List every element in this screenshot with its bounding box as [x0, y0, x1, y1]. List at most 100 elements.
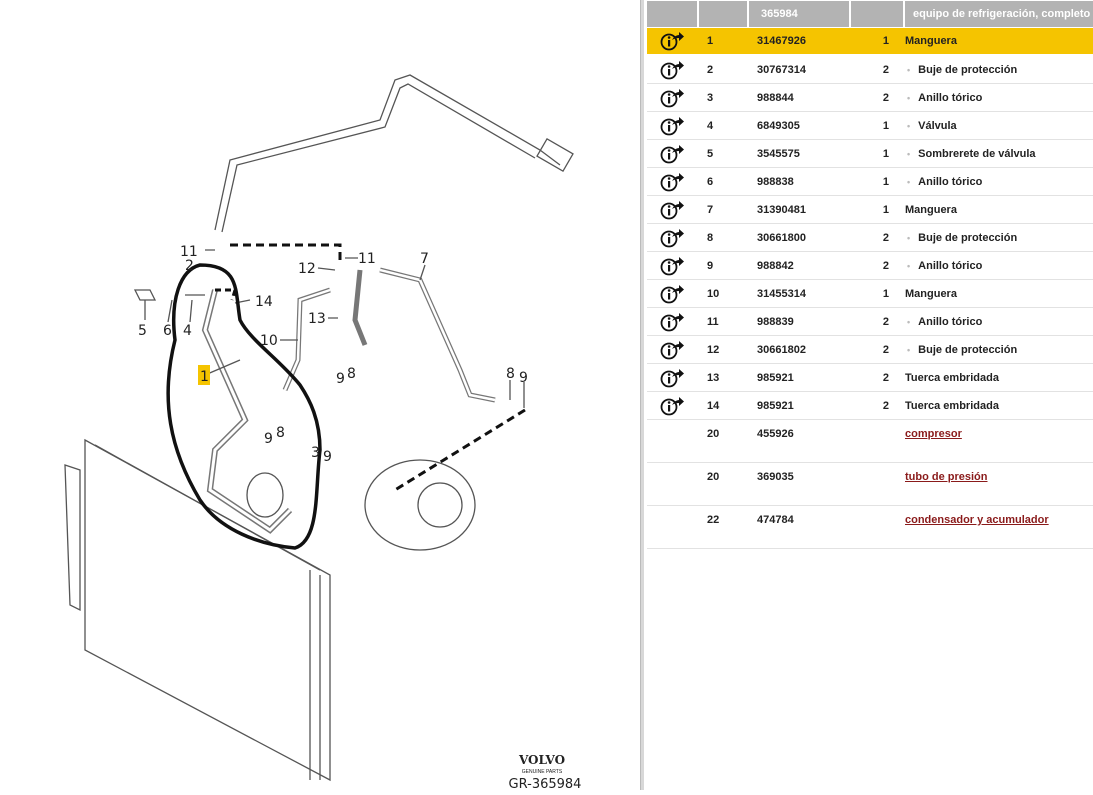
table-row[interactable]: 14 985921 2 Tuerca embridada: [647, 392, 1093, 420]
position-number: 22: [707, 514, 720, 526]
table-row[interactable]: 8 30661800 2 •Buje de protección: [647, 224, 1093, 252]
part-number: 985921: [757, 399, 794, 412]
description: •Buje de protección: [897, 344, 1093, 356]
position-number: 3: [707, 91, 714, 104]
quantity: 1: [882, 203, 889, 216]
sub-item-bullet: •: [907, 148, 911, 159]
description-text: Anillo tórico: [918, 91, 983, 104]
description: •Anillo tórico: [897, 176, 1093, 188]
callout[interactable]: 9: [519, 370, 528, 386]
position-number: 9: [707, 259, 714, 272]
table-row[interactable]: 11 988839 2 •Anillo tórico: [647, 308, 1093, 336]
header-icon-col: [647, 1, 697, 27]
table-row[interactable]: 5 3545575 1 •Sombrerete de válvula: [647, 140, 1093, 168]
info-arrow-icon[interactable]: [647, 396, 697, 416]
sub-item-bullet: •: [907, 316, 911, 327]
quantity: 1: [882, 175, 889, 188]
info-arrow-icon[interactable]: [647, 200, 697, 220]
callout[interactable]: 13: [308, 311, 326, 327]
table-row[interactable]: 6 988838 1 •Anillo tórico: [647, 168, 1093, 196]
selected-callout-bg: [198, 365, 210, 385]
callout[interactable]: 9: [336, 371, 345, 387]
description-text: Anillo tórico: [918, 175, 983, 188]
info-arrow-icon[interactable]: [647, 228, 697, 248]
quantity: 1: [882, 287, 889, 300]
table-row[interactable]: 13 985921 2 Tuerca embridada: [647, 364, 1093, 392]
table-row[interactable]: 9 988842 2 • Anillo tórico: [647, 252, 1093, 280]
quantity: 2: [882, 63, 889, 76]
callout[interactable]: 5: [138, 323, 147, 339]
description-text: Anillo tórico: [918, 259, 983, 272]
description: •Buje de protección: [897, 64, 1093, 76]
position-number: 13: [707, 371, 720, 384]
quantity: 2: [882, 91, 889, 104]
info-arrow-icon[interactable]: [647, 172, 697, 192]
info-arrow-icon[interactable]: [647, 144, 697, 164]
part-number: 988844: [757, 91, 794, 104]
callout[interactable]: 2: [185, 258, 194, 274]
callout[interactable]: 10: [260, 333, 278, 349]
table-row[interactable]: 3 988844 2 •Anillo tórico: [647, 84, 1093, 112]
part-number: 988839: [757, 315, 794, 328]
part-number: 988838: [757, 175, 794, 188]
header-group: 365984: [749, 1, 849, 27]
callout[interactable]: 8: [347, 366, 356, 382]
related-group-link[interactable]: tubo de presión: [905, 471, 988, 483]
part-number: 31455314: [757, 287, 806, 300]
callout[interactable]: 3: [311, 445, 320, 461]
description-text: Manguera: [905, 203, 957, 216]
quantity: 2: [882, 231, 889, 244]
table-row[interactable]: 2 30767314 2 •Buje de protección: [647, 56, 1093, 84]
quantity: 2: [882, 315, 889, 328]
info-arrow-icon[interactable]: [647, 88, 697, 108]
info-arrow-icon[interactable]: [647, 60, 697, 80]
position-number: 20: [707, 471, 720, 483]
part-number: 30661800: [757, 231, 806, 244]
table-row[interactable]: 1 31467926 1 Manguera: [647, 28, 1093, 56]
group-number: 455926: [757, 428, 794, 440]
table-row[interactable]: 4 6849305 1 •Válvula: [647, 112, 1093, 140]
description-text: Manguera: [905, 35, 957, 47]
callout[interactable]: 8: [276, 425, 285, 441]
description: •Anillo tórico: [897, 316, 1093, 328]
volvo-logo: VOLVO: [518, 753, 565, 767]
table-header: 365984 equipo de refrigeración, completo: [647, 0, 1093, 28]
table-row[interactable]: 10 31455314 1 Manguera: [647, 280, 1093, 308]
info-arrow-icon[interactable]: [647, 368, 697, 388]
callout[interactable]: 9: [323, 449, 332, 465]
quantity: 1: [882, 147, 889, 160]
position-number: 20: [707, 428, 720, 440]
table-row[interactable]: 7 31390481 1 Manguera: [647, 196, 1093, 224]
info-arrow-icon[interactable]: [647, 31, 697, 51]
callout[interactable]: 14: [255, 294, 273, 310]
description: • Anillo tórico: [897, 260, 1093, 272]
position-number: 8: [707, 231, 714, 244]
callout[interactable]: 1: [200, 369, 209, 385]
quantity: 2: [882, 259, 889, 272]
panel-divider[interactable]: [640, 0, 644, 790]
sub-item-bullet: •: [907, 120, 911, 131]
related-group-link[interactable]: condensador y acumulador: [905, 514, 1049, 526]
upper-pipe: [214, 74, 561, 231]
part-number: 988842: [757, 259, 794, 272]
sub-item-bullet: •: [907, 260, 911, 271]
callout[interactable]: 9: [264, 431, 273, 447]
callout[interactable]: 7: [420, 251, 429, 267]
callout[interactable]: 11: [180, 244, 198, 260]
info-arrow-icon[interactable]: [647, 340, 697, 360]
callout[interactable]: 8: [506, 366, 515, 382]
callout[interactable]: 11: [358, 251, 376, 267]
diagram-code: GR-365984: [509, 777, 582, 790]
position-number: 5: [707, 147, 714, 160]
related-group-link[interactable]: compresor: [905, 428, 962, 440]
info-arrow-icon[interactable]: [647, 256, 697, 276]
description: Tuerca embridada: [897, 372, 1093, 384]
info-arrow-icon[interactable]: [647, 284, 697, 304]
callout[interactable]: 4: [183, 323, 192, 339]
info-arrow-icon[interactable]: [647, 312, 697, 332]
callout[interactable]: 12: [298, 261, 316, 277]
info-arrow-icon[interactable]: [647, 116, 697, 136]
description-text: Buje de protección: [918, 231, 1018, 244]
table-row[interactable]: 12 30661802 2 •Buje de protección: [647, 336, 1093, 364]
callout[interactable]: 6: [163, 323, 172, 339]
